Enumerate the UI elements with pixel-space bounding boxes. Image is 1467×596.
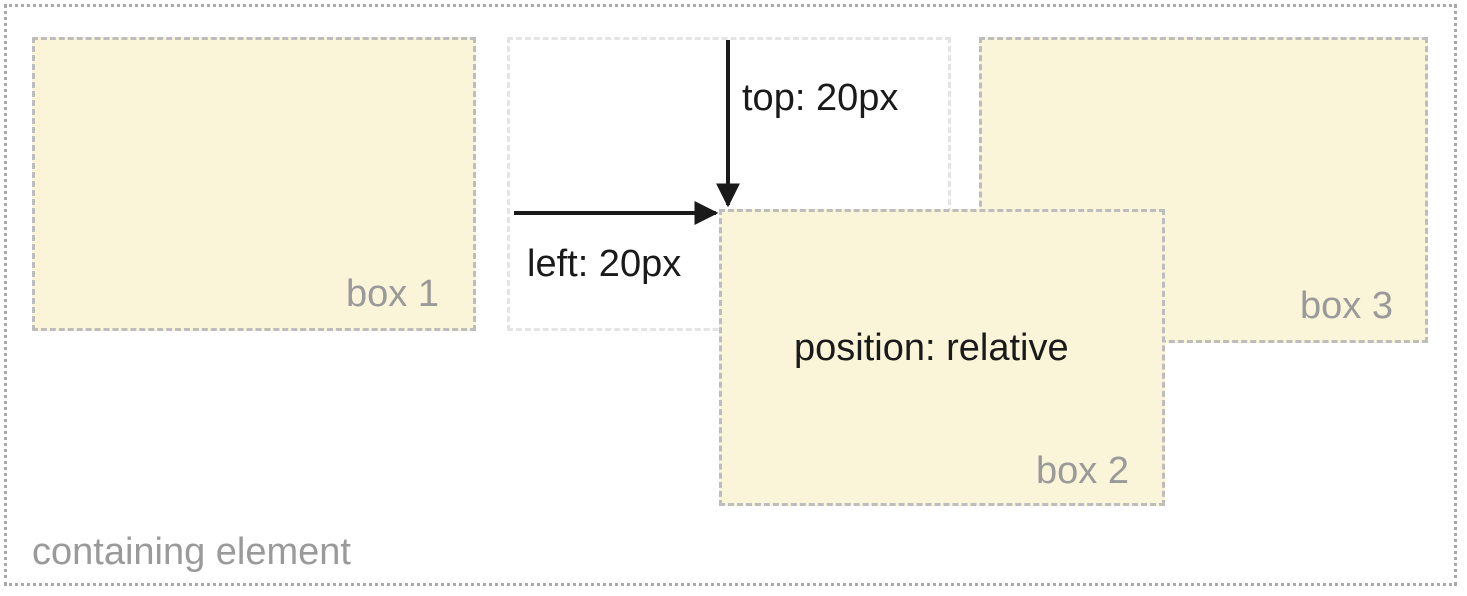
box-1 (32, 37, 476, 331)
box-1-label: box 1 (346, 273, 439, 315)
containing-element (4, 4, 1457, 586)
top-offset-label: top: 20px (742, 77, 899, 119)
box-2-label: box 2 (1036, 450, 1129, 492)
box-2-caption: position: relative (794, 327, 1069, 369)
box-3-label: box 3 (1300, 285, 1393, 327)
left-offset-label: left: 20px (527, 243, 682, 285)
box-2 (719, 209, 1165, 506)
containing-element-label: containing element (32, 531, 351, 573)
